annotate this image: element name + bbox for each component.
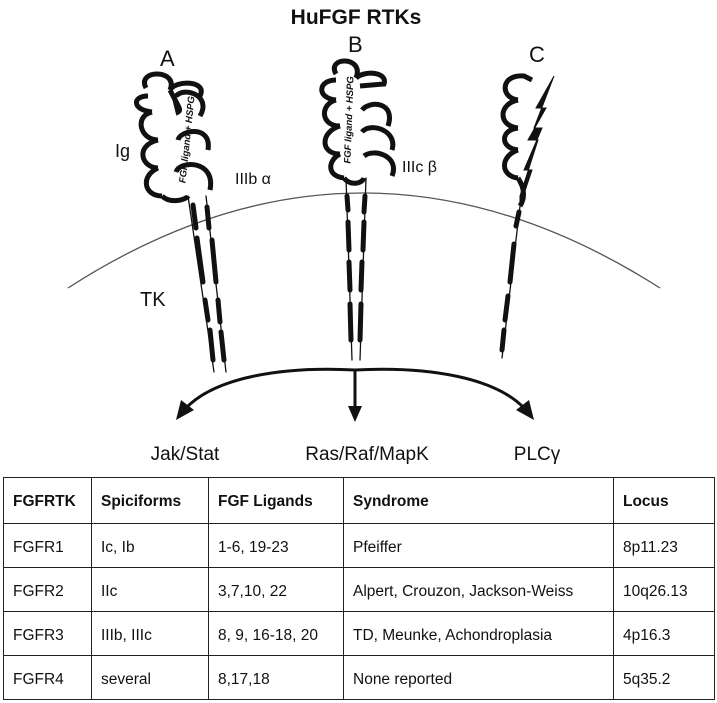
receptor-b: B FGF ligand + HSPG II [319, 32, 437, 361]
receptor-c-letter: C [529, 42, 545, 67]
pathway-ras-raf-mapk: Ras/Raf/MapK [305, 444, 429, 465]
receptor-b-rotated-label: FGF ligand + HSPG [342, 75, 356, 163]
receptor-b-helix-2 [357, 177, 368, 361]
cell-fgfrtk: FGFR3 [3, 611, 92, 656]
cell-ligands: 3,7,10, 22 [208, 567, 344, 612]
receptor-a-variant-label: IIIb α [235, 171, 271, 188]
cell-fgfrtk: FGFR1 [3, 523, 92, 568]
table-row: FGFR2 IIc 3,7,10, 22 Alpert, Crouzon, Ja… [3, 567, 715, 612]
diagram-title: HuFGF RTKs [291, 6, 422, 29]
cell-spiciforms: several [91, 655, 209, 700]
arrow-head-center [348, 406, 362, 422]
cell-ligands: 8, 9, 16-18, 20 [208, 611, 344, 656]
fgfr-table: FGFRTK Spiciforms FGF Ligands Syndrome L… [3, 477, 715, 700]
cell-syndrome: Alpert, Crouzon, Jackson-Weiss [343, 567, 614, 612]
receptor-a-ig-loops [134, 71, 214, 204]
receptor-c-kinked-domain [519, 75, 555, 207]
receptor-a: A FGF ligand + HSPG [134, 46, 271, 373]
cell-fgfrtk: FGFR4 [3, 655, 92, 700]
header-spiciforms: Spiciforms [91, 477, 209, 524]
cell-locus: 5q35.2 [613, 655, 715, 700]
receptor-c: C [499, 42, 555, 359]
cell-syndrome: Pfeiffer [343, 523, 614, 568]
cell-syndrome: TD, Meunke, Achondroplasia [343, 611, 614, 656]
header-fgfrtk: FGFRTK [3, 477, 92, 524]
receptor-a-helix-2 [204, 195, 227, 373]
cell-membrane [67, 192, 661, 289]
signaling-arrows [184, 367, 526, 410]
receptor-a-letter: A [160, 46, 175, 71]
arrow-head-left [176, 400, 194, 420]
receptor-a-helix-1 [187, 195, 216, 373]
cell-syndrome: None reported [343, 655, 614, 700]
header-locus: Locus [613, 477, 715, 524]
cell-ligands: 8,17,18 [208, 655, 344, 700]
cell-spiciforms: IIc [91, 567, 209, 612]
receptor-b-letter: B [348, 32, 363, 57]
receptor-b-ig-loops [319, 58, 396, 186]
fgf-rtk-diagram: HuFGF RTKs A [67, 6, 661, 465]
tk-domain-label: TK [140, 289, 166, 311]
receptor-c-ig-loops [500, 73, 534, 208]
header-fgf-ligands: FGF Ligands [208, 477, 344, 524]
cell-spiciforms: Ic, Ib [91, 523, 209, 568]
cell-spiciforms: IIIb, IIIc [91, 611, 209, 656]
arc-right [354, 367, 526, 410]
cell-ligands: 1-6, 19-23 [208, 523, 344, 568]
cell-fgfrtk: FGFR2 [3, 567, 92, 612]
ig-domain-label: Ig [115, 141, 130, 161]
cell-locus: 8p11.23 [613, 523, 715, 568]
header-syndrome: Syndrome [343, 477, 614, 524]
receptor-b-helix-1 [344, 177, 354, 361]
table-row: FGFR1 Ic, Ib 1-6, 19-23 Pfeiffer 8p11.23 [3, 523, 715, 568]
arrow-head-right [516, 400, 534, 420]
table-row: FGFR3 IIIb, IIIc 8, 9, 16-18, 20 TD, Meu… [3, 611, 715, 656]
table-header-row: FGFRTK Spiciforms FGF Ligands Syndrome L… [3, 477, 715, 524]
pathway-jak-stat: Jak/Stat [151, 444, 220, 465]
receptor-b-variant-label: IIIc β [402, 159, 437, 176]
pathway-plc-gamma: PLCγ [514, 444, 561, 465]
table-row: FGFR4 several 8,17,18 None reported 5q35… [3, 655, 715, 700]
receptor-c-helix [499, 205, 522, 359]
cell-locus: 10q26.13 [613, 567, 715, 612]
cell-locus: 4p16.3 [613, 611, 715, 656]
arrow-heads [176, 400, 534, 422]
arc-left [184, 367, 356, 410]
